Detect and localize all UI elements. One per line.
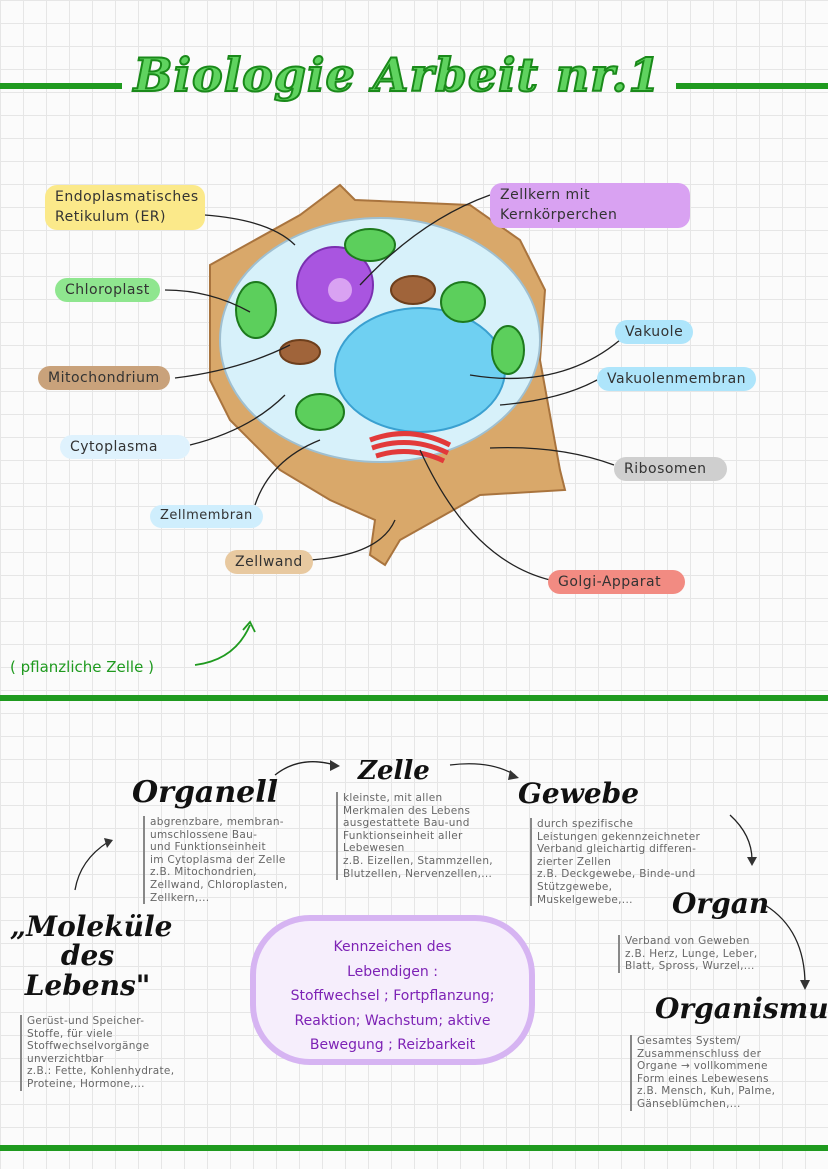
note-zelle: kleinste, mit allen Merkmalen des Lebens…	[336, 792, 493, 881]
arrow-icon	[194, 620, 256, 666]
note-organell: abgrenzbare, membran- umschlossene Bau- …	[143, 816, 288, 905]
chloroplast	[235, 281, 277, 339]
vacuole	[334, 307, 506, 433]
arrow-icon	[449, 763, 516, 776]
mitochondrium	[390, 275, 436, 305]
arrow-icon	[729, 814, 753, 861]
note-organismus: Gesamtes System/ Zusammenschluss der Org…	[630, 1035, 775, 1111]
diagram-caption: ( pflanzliche Zelle )	[10, 658, 154, 676]
plant-cell-diagram	[164, 183, 621, 666]
heading-molekuele: „Moleküle des Lebens"	[10, 910, 173, 1002]
chloroplast	[295, 393, 345, 431]
label-vakuole: Vakuole	[615, 320, 694, 345]
label-er: Endoplasmatisches Retikulum (ER)	[45, 185, 205, 230]
divider-line	[676, 83, 828, 89]
note-organ: Verband von Geweben z.B. Herz, Lunge, Le…	[618, 935, 757, 973]
divider-line	[0, 1145, 828, 1151]
arrow-icon	[764, 904, 806, 986]
label-vakuolenmembran: Vakuolenmembran	[597, 367, 757, 392]
mitochondrium	[279, 339, 321, 365]
chloroplast	[491, 325, 525, 375]
heading-organismus: Organismus	[655, 992, 828, 1025]
divider-line	[0, 83, 122, 89]
label-chloroplast: Chloroplast	[55, 278, 160, 303]
golgi-apparatus	[369, 431, 452, 464]
note-molekuele: Gerüst-und Speicher- Stoffe, für viele S…	[20, 1015, 174, 1091]
heading-zelle: Zelle	[358, 756, 430, 786]
label-lines	[164, 194, 621, 581]
heading-gewebe: Gewebe	[518, 777, 640, 810]
label-zellkern: Zellkern mit Kernkörperchen	[490, 183, 690, 228]
chloroplast	[344, 228, 396, 262]
label-golgi: Golgi-Apparat	[548, 570, 685, 595]
divider-line	[0, 695, 828, 701]
arrow-icon	[74, 841, 109, 891]
label-cytoplasma: Cytoplasma	[60, 435, 190, 460]
arrow-icon	[274, 761, 336, 776]
label-zellwand: Zellwand	[225, 550, 313, 575]
label-mitochondrium: Mitochondrium	[38, 366, 170, 391]
note-gewebe: durch spezifische Leistungen gekennzeich…	[530, 818, 700, 907]
heading-organell: Organell	[132, 775, 279, 810]
heading-organ: Organ	[672, 887, 770, 920]
page-title: Biologie Arbeit nr.1	[133, 47, 662, 103]
chloroplast	[440, 281, 486, 323]
nucleolus	[328, 278, 352, 302]
label-ribosomen: Ribosomen	[614, 457, 727, 482]
label-zellmembran: Zellmembran	[150, 505, 263, 528]
kennzeichen-cloud: Kennzeichen des Lebendigen : Stoffwechse…	[250, 915, 535, 1065]
